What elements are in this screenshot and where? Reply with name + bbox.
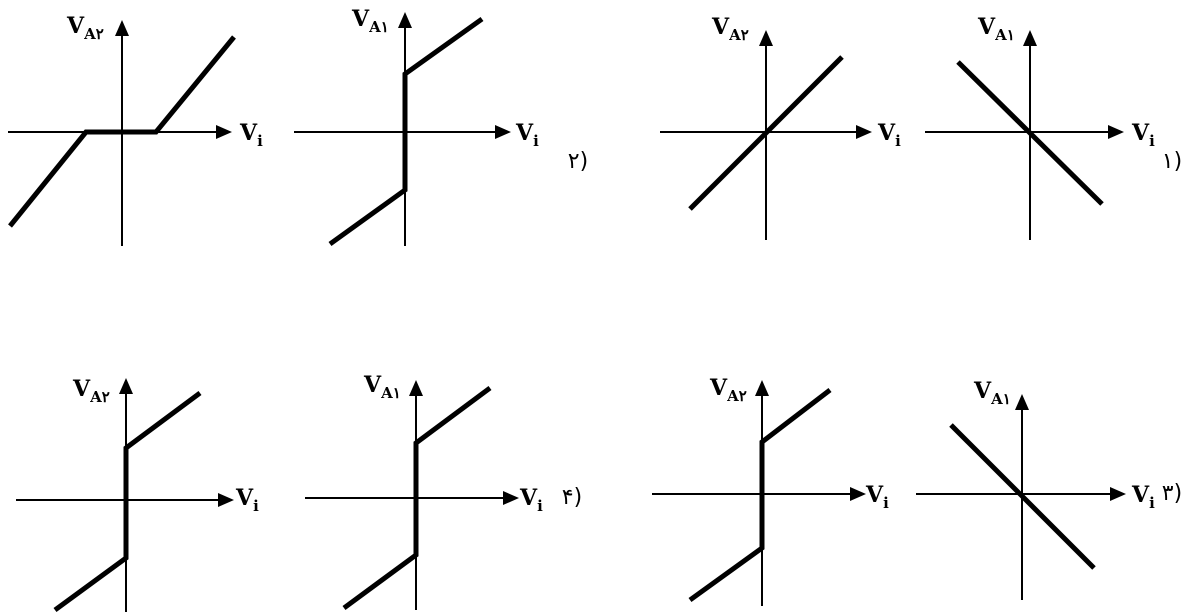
y-axis-arrow <box>755 380 769 396</box>
transfer-curve <box>342 385 492 611</box>
option-3-plot-va2: VA۲ Vi <box>652 375 889 606</box>
transfer-curve <box>328 16 484 247</box>
y-axis-label: VA۱ <box>977 14 1015 44</box>
transfer-curve <box>949 423 1096 570</box>
option-2-plot-va2: VA۲ Vi <box>8 13 263 246</box>
y-axis-label: VA۲ <box>709 375 747 405</box>
option-2-number: ۲) <box>568 149 588 174</box>
y-axis-arrow <box>119 378 133 394</box>
x-axis-label: Vi <box>877 120 901 150</box>
option-2: ۲) VA۱ Vi VA۲ Vi <box>8 6 588 247</box>
y-axis-label: VA۲ <box>711 14 749 44</box>
x-axis-arrow <box>503 491 519 505</box>
option-1-number: ۱) <box>1162 149 1182 174</box>
y-axis-arrow <box>1015 394 1029 410</box>
transfer-curve <box>688 55 844 211</box>
option-1-plot-va2: VA۲ Vi <box>660 14 901 240</box>
x-axis-arrow <box>1110 487 1126 501</box>
y-axis-label: VA۱ <box>973 378 1011 408</box>
option-1-plot-va1: VA۱ Vi <box>925 14 1155 240</box>
y-axis-label: VA۱ <box>363 372 401 402</box>
x-axis-label: Vi <box>1131 120 1155 150</box>
option-4-number: ۴) <box>562 485 582 510</box>
option-4: ۴) VA۱ Vi VA۲ Vi <box>16 372 582 613</box>
option-4-plot-va1: VA۱ Vi <box>305 372 543 611</box>
option-3-plot-va1: VA۱ Vi <box>916 378 1155 600</box>
option-4-plot-va2: VA۲ Vi <box>16 376 259 613</box>
x-axis-arrow <box>1108 125 1124 139</box>
option-3: ۳) VA۱ Vi VA۲ Vi <box>652 375 1182 606</box>
y-axis-arrow <box>759 30 773 46</box>
x-axis-label: Vi <box>519 485 543 515</box>
x-axis-arrow <box>856 125 872 139</box>
y-axis-arrow <box>409 380 423 396</box>
transfer-curve <box>956 60 1104 206</box>
y-axis-label: VA۱ <box>351 6 389 36</box>
x-axis-label: Vi <box>239 120 263 150</box>
y-axis-label: VA۲ <box>72 376 110 406</box>
option-3-number: ۳) <box>1162 481 1182 506</box>
x-axis-label: Vi <box>515 120 539 150</box>
option-2-plot-va1: VA۱ Vi <box>294 6 539 247</box>
transfer-curve <box>53 390 202 613</box>
x-axis-label: Vi <box>235 485 259 515</box>
transfer-curve <box>8 35 236 228</box>
transfer-curve <box>688 388 832 603</box>
y-axis-arrow <box>115 20 129 36</box>
x-axis-label: Vi <box>1131 482 1155 512</box>
x-axis-arrow <box>850 487 866 501</box>
y-axis-arrow <box>398 12 412 28</box>
x-axis-label: Vi <box>865 482 889 512</box>
x-axis-arrow <box>495 125 511 139</box>
y-axis-arrow <box>1023 30 1037 46</box>
option-1: ۱) VA۱ Vi VA۲ Vi <box>660 14 1182 240</box>
y-axis-label: VA۲ <box>66 13 104 43</box>
x-axis-arrow <box>218 493 234 507</box>
x-axis-arrow <box>216 125 232 139</box>
